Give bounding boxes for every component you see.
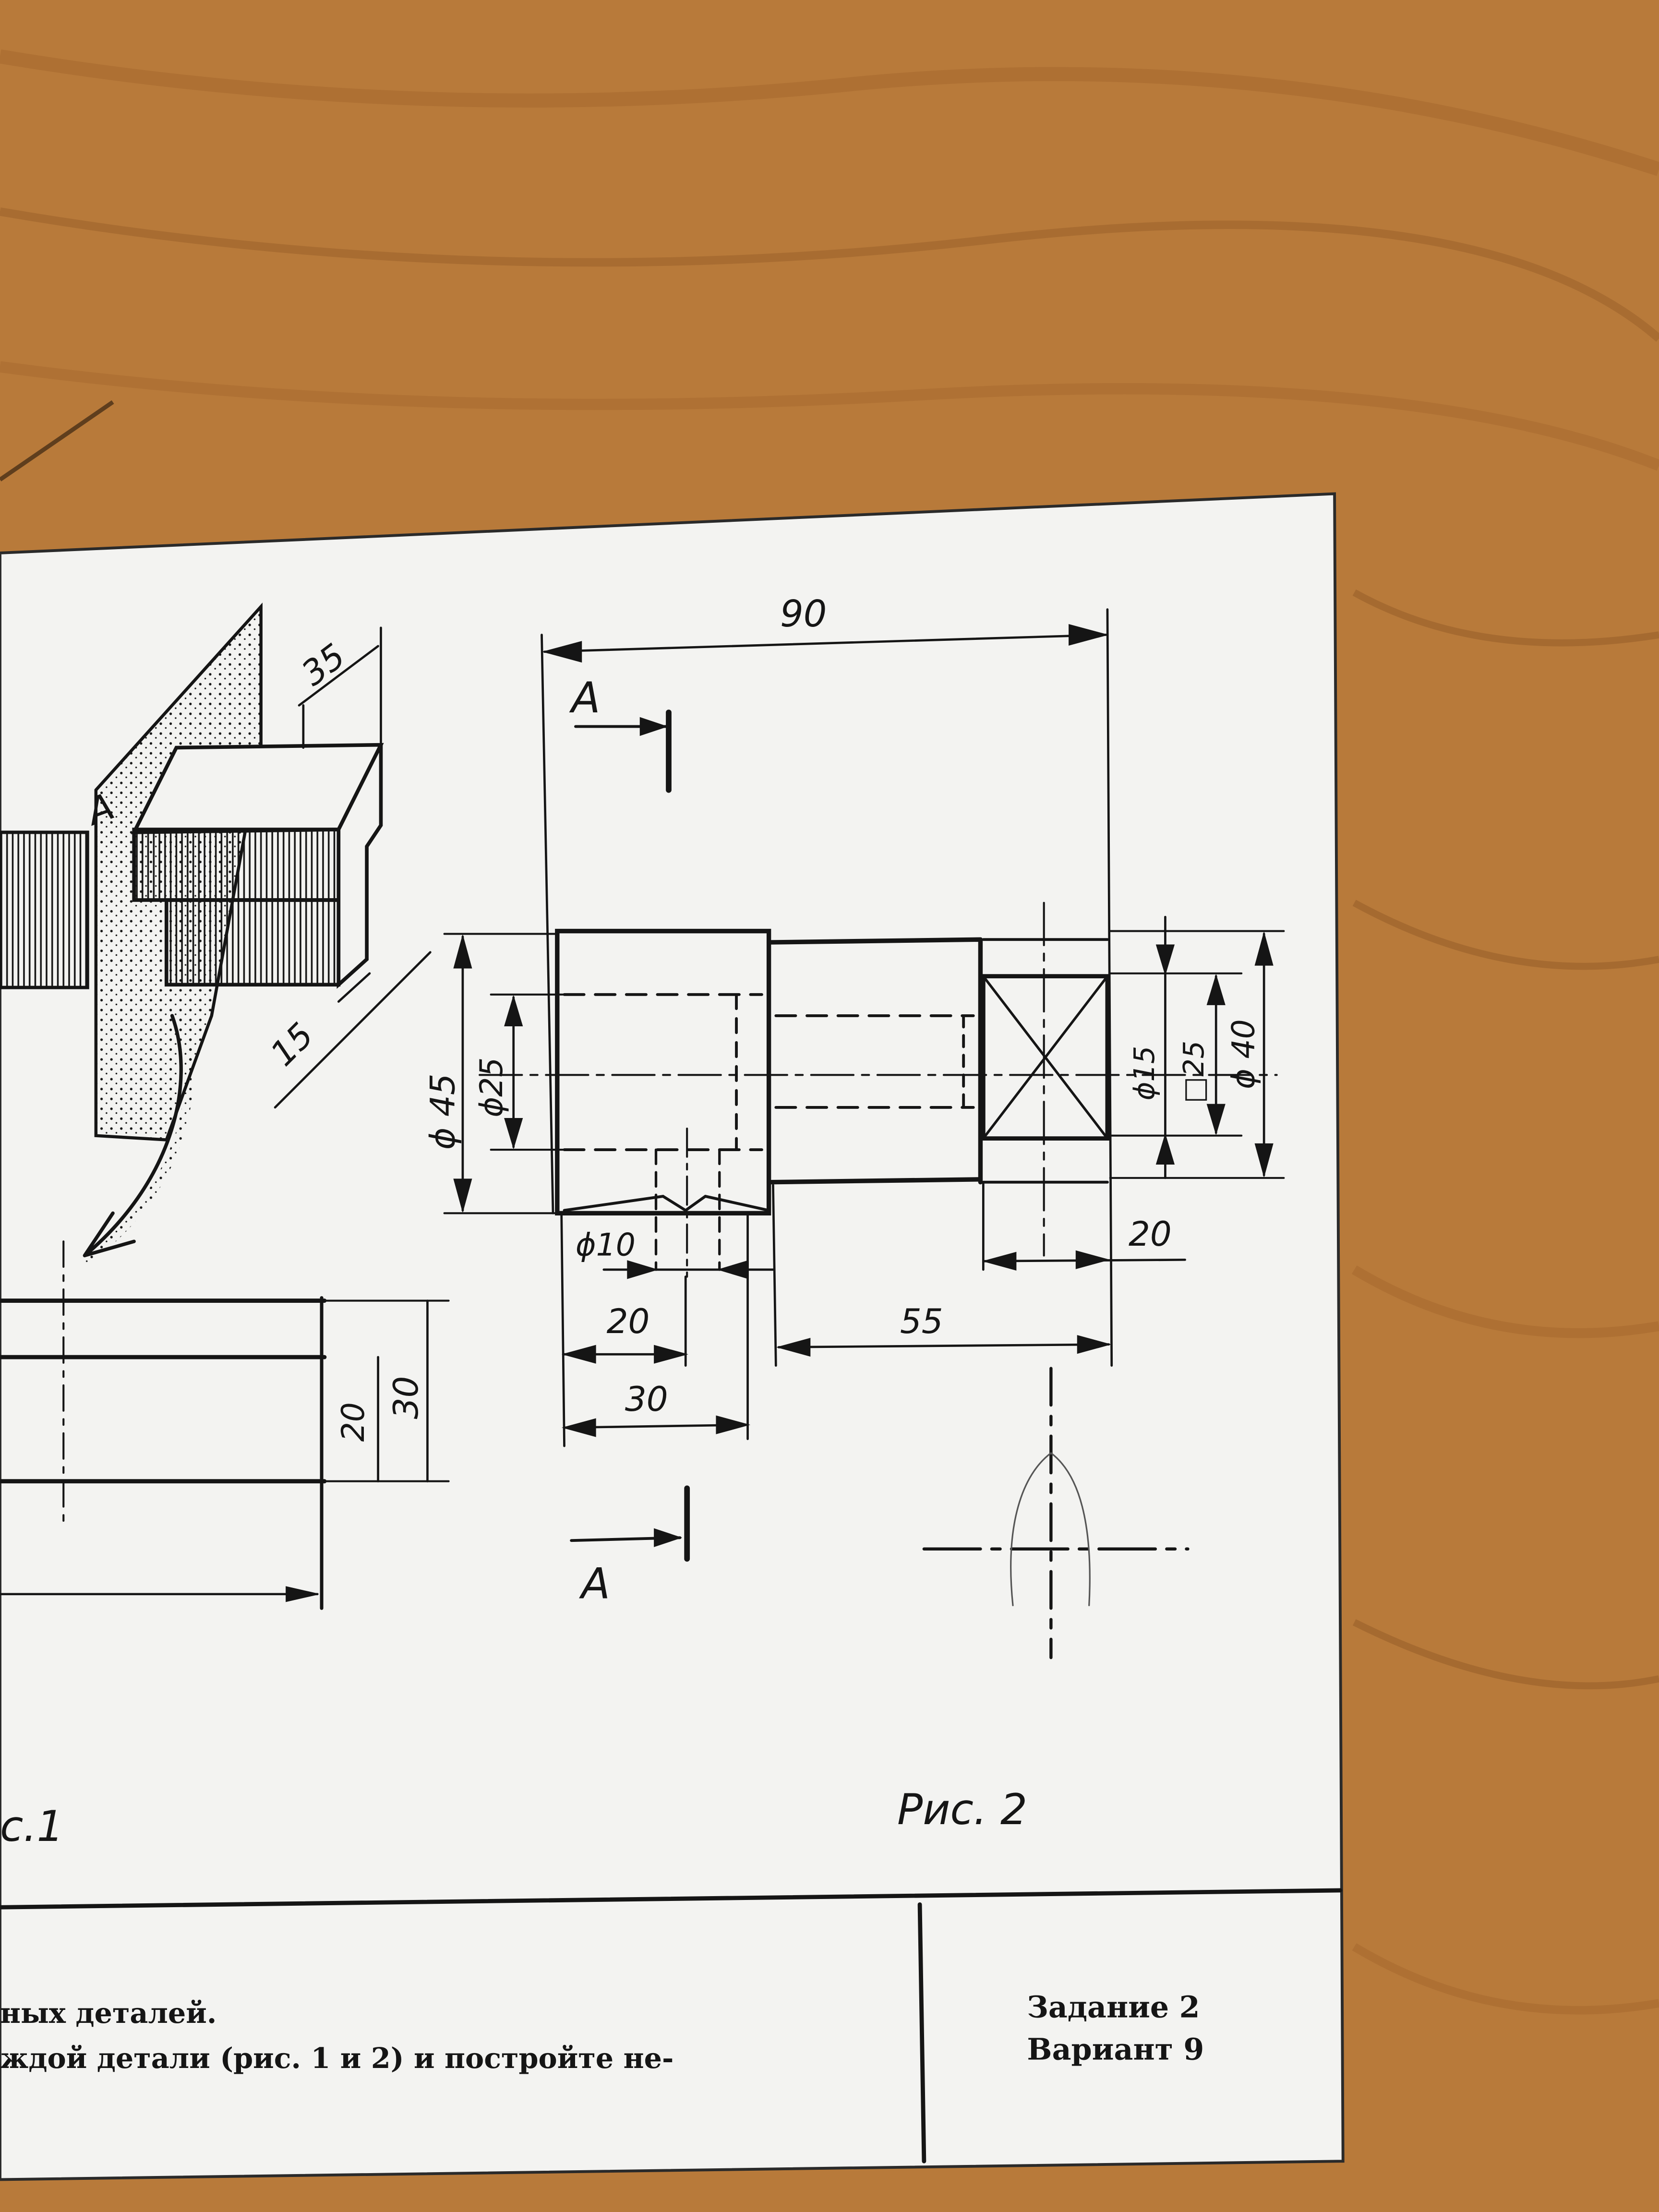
fig1-isometric-part — [0, 602, 432, 1263]
fig2-dim-20a: 20 — [607, 1302, 650, 1341]
title-block-line-2: ждой детали (рис. 1 и 2) и постройте не- — [0, 2042, 673, 2075]
fig1-caption: с.1 — [0, 1802, 64, 1851]
fig2-dim-90: 90 — [780, 593, 827, 636]
fig2-dim-20b: 20 — [1129, 1214, 1172, 1254]
fig2-dim-55: 55 — [900, 1302, 943, 1341]
fig2-section-mark-top: A — [569, 673, 600, 722]
fig2-dim-d40: ϕ 40 — [1226, 1019, 1262, 1089]
fig2-dim-d45: ϕ 45 — [423, 1073, 462, 1150]
fig2-dim-d10: ϕ10 — [576, 1227, 636, 1263]
fig1-dim-20: 20 — [336, 1402, 372, 1442]
fig2-dim-d25: ϕ25 — [474, 1058, 510, 1118]
title-block-task: Задание 2 — [1027, 1989, 1200, 2024]
title-block-variant: Вариант 9 — [1027, 2032, 1204, 2067]
fig1-bottom-view — [0, 1240, 450, 1610]
fig1-dim-30: 30 — [386, 1376, 426, 1419]
title-block-line-1: ных деталей. — [0, 1996, 216, 2030]
fig2-dim-30: 30 — [625, 1380, 668, 1419]
fig2-section-mark-bottom: A — [579, 1559, 610, 1609]
fig2-dim-sq25: □25 — [1177, 1041, 1210, 1103]
fig2-dim-d15: ϕ15 — [1128, 1046, 1161, 1101]
fig2-caption: Рис. 2 — [897, 1785, 1027, 1834]
title-block-frame — [0, 1888, 1343, 2164]
fig2-shaft-drawing — [443, 608, 1285, 1659]
